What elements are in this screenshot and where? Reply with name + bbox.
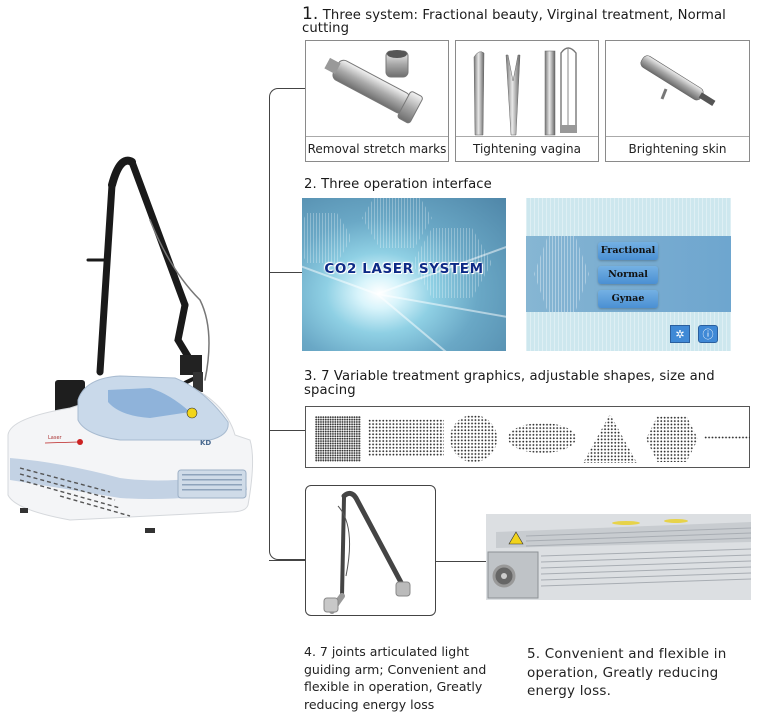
splash-screen-preview: CO2 LASER SYSTEM: [302, 198, 506, 351]
svg-text:KD: KD: [200, 439, 211, 447]
menu-button-gynae[interactable]: Gynae: [598, 290, 658, 308]
tile-caption: Removal stretch marks: [306, 136, 448, 161]
tile-caption: Brightening skin: [606, 136, 749, 161]
tile-caption: Tightening vagina: [456, 136, 598, 161]
mode-menu-screen-preview: Fractional Normal Gynae ✲ ⓘ: [526, 198, 731, 351]
splash-title: CO2 LASER SYSTEM: [324, 261, 484, 277]
section-3-heading: 3. 7 Variable treatment graphics, adjust…: [304, 369, 715, 398]
treatment-patterns-panel: [305, 406, 750, 468]
pattern-square: [315, 416, 361, 462]
connector-bracket: [269, 88, 305, 560]
section-5-caption: 5. Convenient and flexible in operation,…: [527, 646, 727, 699]
hexagon-pattern: [302, 213, 352, 263]
menu-button-normal[interactable]: Normal: [598, 266, 658, 284]
tile-removal-stretch-marks: Removal stretch marks: [305, 40, 449, 162]
tile-tightening-vagina: Tightening vagina: [455, 40, 599, 162]
cutting-handpiece-icon: [606, 41, 749, 136]
pattern-circle: [450, 415, 497, 462]
pattern-line: [704, 436, 750, 439]
menu-button-fractional[interactable]: Fractional: [598, 242, 658, 260]
section-1-heading: 1. Three system: Fractional beauty, Virg…: [302, 6, 742, 36]
light-ray: [376, 293, 506, 351]
section-2-heading: 2. Three operation interface: [304, 177, 492, 192]
svg-text:Laser: Laser: [48, 435, 63, 441]
pattern-hexagon: [646, 416, 698, 462]
section-1-number: 1.: [302, 4, 319, 24]
info-icon[interactable]: ⓘ: [698, 325, 718, 343]
laser-tube-image: [486, 514, 751, 600]
connector-line-2: [269, 272, 303, 273]
vaginal-probes-icon: [456, 41, 598, 136]
hexagon-pattern: [412, 228, 492, 298]
pattern-triangle: [583, 414, 637, 463]
pattern-rectangle: [368, 419, 444, 456]
tile-brightening-skin: Brightening skin: [605, 40, 750, 162]
connector-line-5: [436, 561, 486, 562]
settings-icon[interactable]: ✲: [670, 325, 690, 343]
section-1-text: Three system: Fractional beauty, Virgina…: [302, 8, 726, 36]
connector-line-3: [269, 430, 305, 431]
connector-line-4: [269, 560, 305, 561]
articulated-arm-image: [305, 485, 436, 616]
light-ray: [376, 293, 506, 334]
co2-laser-machine-image: Laser KD: [0, 150, 262, 535]
section-4-caption: 4. 7 joints articulated light guiding ar…: [304, 644, 487, 712]
hexagon-pattern: [362, 198, 432, 248]
pattern-ellipse: [508, 423, 576, 453]
fractional-handpiece-icon: [306, 41, 448, 136]
